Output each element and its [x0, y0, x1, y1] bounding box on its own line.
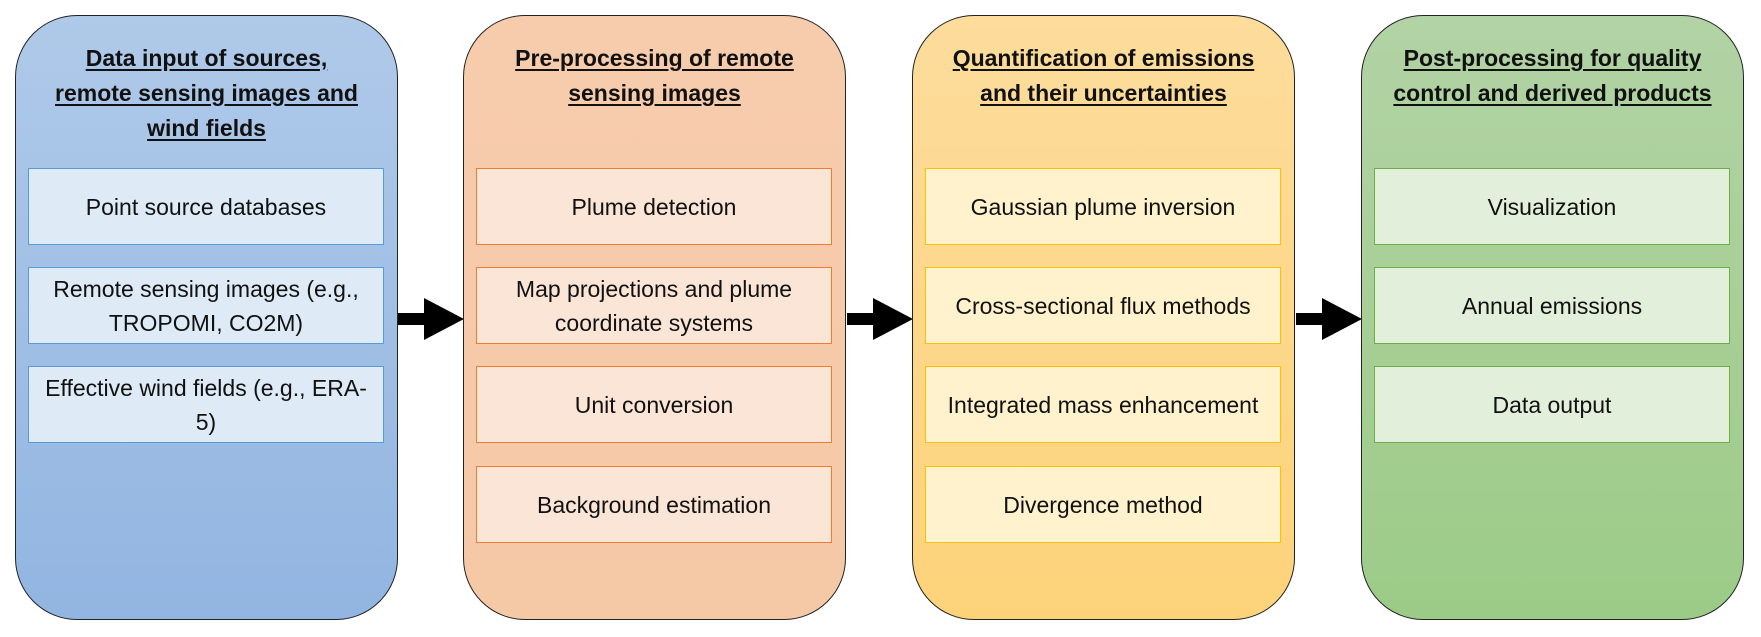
arrow-right-icon: [398, 298, 464, 340]
step-plume-detection: Plume detection: [476, 168, 832, 245]
step-map-projections: Map projections and plume coordinate sys…: [476, 267, 832, 344]
step-annual-emissions: Annual emissions: [1374, 267, 1730, 344]
panel-title: Data input of sources, remote sensing im…: [55, 45, 358, 141]
panel-title: Pre-processing of remote sensing images: [515, 45, 794, 106]
panel-pre-processing: Pre-processing of remote sensing images …: [463, 15, 846, 620]
step-point-source-databases: Point source databases: [28, 168, 384, 245]
panel-title: Quantification of emissions and their un…: [952, 45, 1255, 106]
arrow-right-icon: [847, 298, 913, 340]
panel-post-processing: Post-processing for quality control and …: [1361, 15, 1744, 620]
step-divergence-method: Divergence method: [925, 466, 1281, 543]
step-unit-conversion: Unit conversion: [476, 366, 832, 443]
step-integrated-mass-enhancement: Integrated mass enhancement: [925, 366, 1281, 443]
step-gaussian-plume-inversion: Gaussian plume inversion: [925, 168, 1281, 245]
panel-quantification: Quantification of emissions and their un…: [912, 15, 1295, 620]
panel-data-input: Data input of sources, remote sensing im…: [15, 15, 398, 620]
step-remote-sensing-images: Remote sensing images (e.g., TROPOMI, CO…: [28, 267, 384, 344]
step-data-output: Data output: [1374, 366, 1730, 443]
step-visualization: Visualization: [1374, 168, 1730, 245]
arrow-right-icon: [1296, 298, 1362, 340]
panel-title: Post-processing for quality control and …: [1393, 45, 1712, 106]
step-effective-wind-fields: Effective wind fields (e.g., ERA-5): [28, 366, 384, 443]
step-cross-sectional-flux: Cross-sectional flux methods: [925, 267, 1281, 344]
step-background-estimation: Background estimation: [476, 466, 832, 543]
